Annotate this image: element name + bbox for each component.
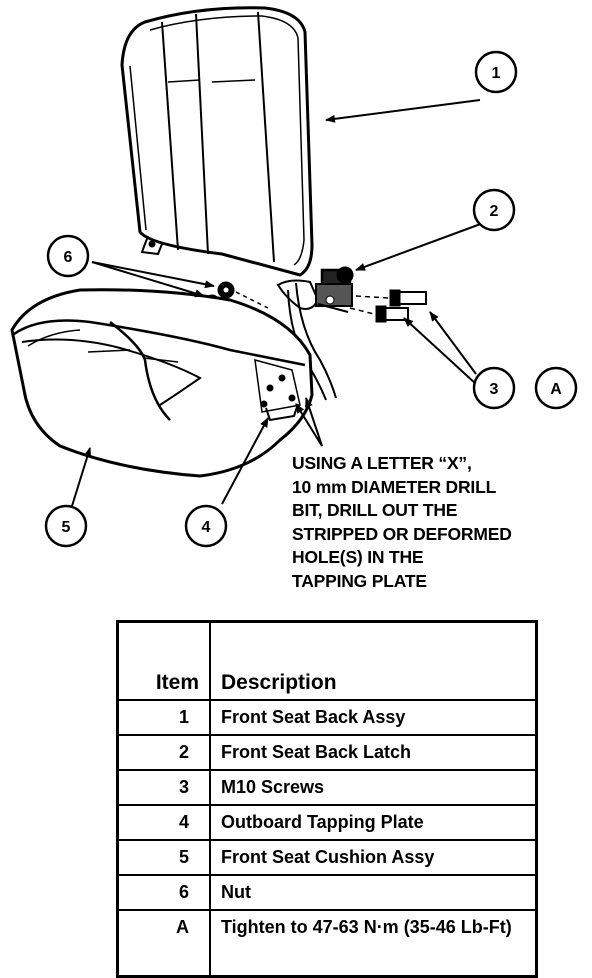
m10-screws-drawing [349,289,427,323]
note-line: STRIPPED OR DEFORMED [292,523,512,544]
callout-5: 5 [44,504,88,548]
item-cell: 5 [116,839,211,876]
callout-5-label: 5 [62,519,71,536]
note-line: BIT, DRILL OUT THE [292,500,458,520]
note-line: 10 mm DIAMETER DRILL [292,476,497,497]
item-cell: A [116,909,211,978]
description-cell: Outboard Tapping Plate [209,804,538,841]
table-row: 2 Front Seat Back Latch [116,734,538,771]
drill-instruction-note: USING A LETTER “X”, 10 mm DIAMETER DRILL… [292,452,592,593]
description-cell: Nut [209,874,538,911]
callout-A-label: A [550,381,562,398]
table-row: 4 Outboard Tapping Plate [116,804,538,841]
table-header-row: Item Description [116,620,538,701]
callout-1: 1 [474,50,518,94]
callout-1-label: 1 [492,65,501,82]
item-cell: 1 [116,699,211,736]
seat-back-drawing [120,6,314,277]
table-row: 1 Front Seat Back Assy [116,699,538,736]
note-line: TAPPING PLATE [292,570,427,591]
description-cell: Front Seat Cushion Assy [209,839,538,876]
seat-assembly-illustration: 1 2 3 A 4 5 6 [10,6,578,548]
table-row: 6 Nut [116,874,538,911]
note-line: USING A LETTER “X”, [292,453,472,473]
callout-6-label: 6 [64,249,73,266]
note-line: HOLE(S) IN THE [292,547,424,567]
callout-3: 3 [472,366,516,410]
item-cell: 3 [116,769,211,806]
header-description: Description [209,620,538,701]
leader-arrows [71,99,487,507]
callout-2-label: 2 [490,203,499,220]
callout-4: 4 [184,504,228,548]
item-cell: 6 [116,874,211,911]
table-row: 5 Front Seat Cushion Assy [116,839,538,876]
parts-table: Item Description 1 Front Seat Back Assy … [116,620,538,978]
seat-cushion-drawing [10,288,314,478]
description-cell: Tighten to 47-63 N·m (35-46 Lb-Ft) [209,909,538,978]
item-cell: 4 [116,804,211,841]
callout-4-label: 4 [202,519,211,536]
item-cell: 2 [116,734,211,771]
description-cell: Front Seat Back Latch [209,734,538,771]
description-cell: M10 Screws [209,769,538,806]
callout-3-label: 3 [490,381,499,398]
header-item: Item [116,620,211,701]
callout-A: A [534,366,578,410]
callout-2: 2 [472,188,516,232]
description-cell: Front Seat Back Assy [209,699,538,736]
callout-6: 6 [46,234,90,278]
table-row: 3 M10 Screws [116,769,538,806]
table-row: A Tighten to 47-63 N·m (35-46 Lb-Ft) [116,909,538,978]
